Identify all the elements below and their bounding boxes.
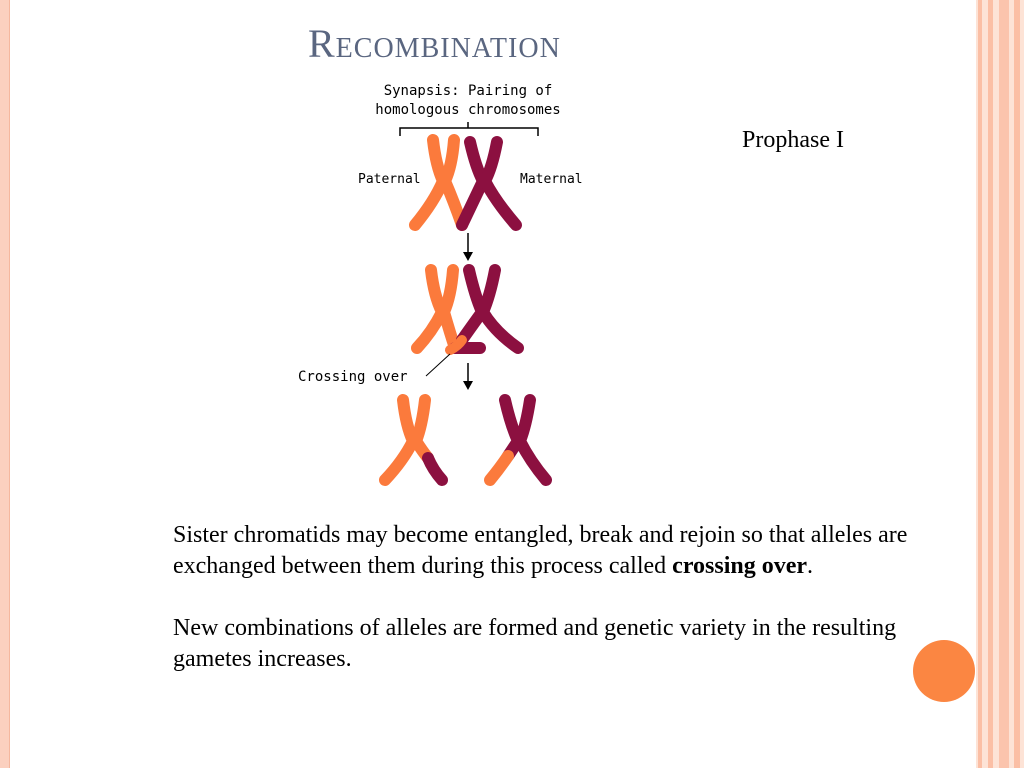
left-border-strip bbox=[0, 0, 10, 768]
down-arrow bbox=[463, 363, 473, 390]
down-arrow bbox=[463, 233, 473, 261]
paragraph1-end: . bbox=[807, 553, 814, 579]
paragraph-crossing-over: Sister chromatids may become entangled, … bbox=[173, 520, 913, 582]
paragraph-genetic-variety: New combinations of alleles are formed a… bbox=[173, 615, 897, 672]
slide-title: Recombination bbox=[308, 21, 561, 66]
crossing-over-pointer bbox=[425, 353, 451, 377]
entangled-paternal-chromosome bbox=[411, 264, 461, 354]
maternal-chromosome bbox=[456, 136, 522, 231]
crossing-over-term: crossing over bbox=[672, 553, 808, 579]
decorative-circle bbox=[913, 640, 975, 702]
crossing-over-diagram: Synapsis: Pairing of homologous chromoso… bbox=[298, 83, 583, 486]
crossing-over-label: Crossing over bbox=[298, 369, 408, 385]
synapsis-label-line1: Synapsis: Pairing of bbox=[384, 83, 553, 99]
recombinant-paternal-chromosome bbox=[379, 394, 448, 486]
entangled-maternal-chromosome bbox=[456, 264, 524, 354]
body-text: Sister chromatids may become entangled, … bbox=[173, 520, 913, 675]
paternal-chromosome bbox=[409, 134, 468, 231]
phase-label: Prophase I bbox=[742, 127, 844, 153]
synapsis-bracket bbox=[399, 122, 539, 136]
recombinant-maternal-chromosome bbox=[484, 394, 552, 486]
maternal-label: Maternal bbox=[520, 172, 583, 187]
paragraph1-text: Sister chromatids may become entangled, … bbox=[173, 522, 908, 579]
right-border-stripes bbox=[976, 0, 1024, 768]
paternal-label: Paternal bbox=[358, 172, 421, 187]
synapsis-label-line2: homologous chromosomes bbox=[375, 102, 560, 118]
crossover-segment bbox=[445, 335, 467, 355]
